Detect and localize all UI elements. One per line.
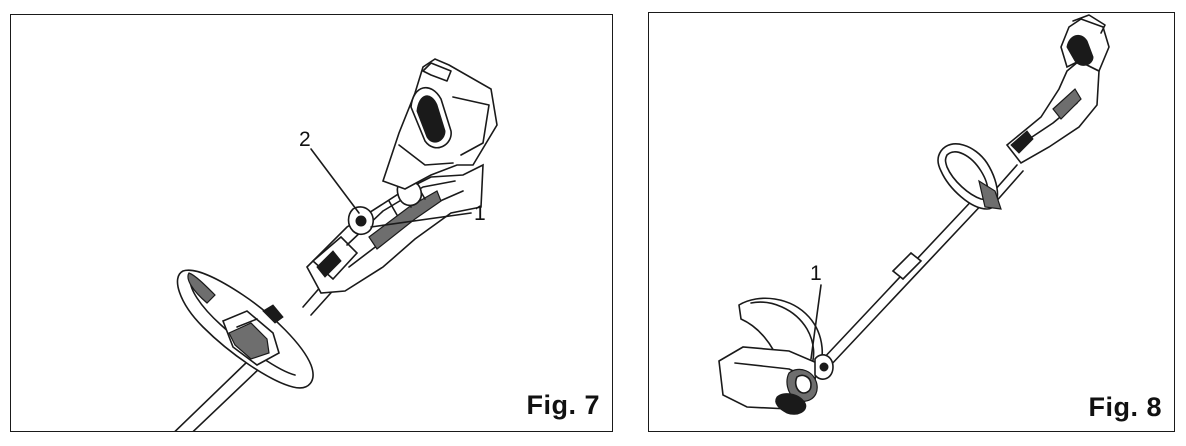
figure-8-label: Fig. 8 xyxy=(1088,392,1162,422)
fig7-leaders xyxy=(310,148,472,228)
fig7-upper-grip xyxy=(381,58,498,190)
figure-7-label: Fig. 7 xyxy=(526,390,600,420)
fig8-handle xyxy=(1005,14,1110,165)
figure-8-drawing: 1 xyxy=(718,14,1110,415)
fig8-loop-guard xyxy=(937,143,1002,210)
fig7-callout-2: 2 xyxy=(299,128,311,151)
figure-7-drawing: 2 1 xyxy=(174,58,498,431)
fig8-callout-1: 1 xyxy=(810,262,822,285)
figure-8-panel: 1 Fig. 8 xyxy=(648,12,1175,432)
fig7-callout-1: 1 xyxy=(474,202,486,225)
fig7-guard xyxy=(176,269,314,389)
fig8-leaders xyxy=(810,284,822,360)
fig8-trimmer-head xyxy=(718,297,834,415)
fig7-handle-housing xyxy=(306,163,484,294)
figure-7-panel: 2 1 Fig. 7 xyxy=(10,14,613,432)
